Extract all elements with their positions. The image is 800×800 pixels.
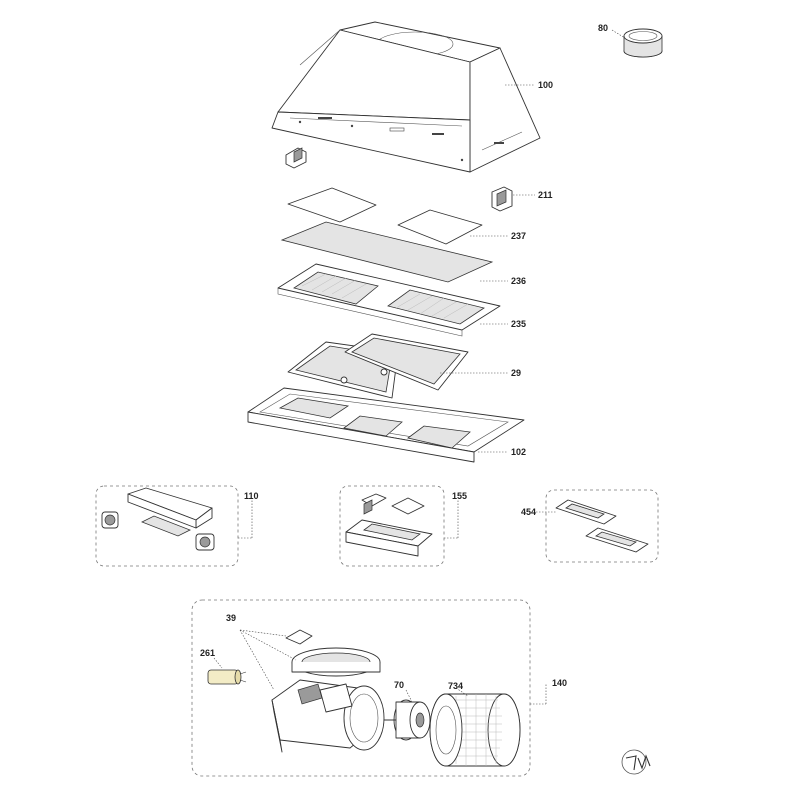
part-734-impeller[interactable] (429, 693, 521, 767)
label-236: 236 (511, 276, 526, 286)
label-734: 734 (448, 681, 463, 691)
part-70-motor[interactable] (384, 699, 431, 741)
group-box-454 (545, 489, 659, 563)
part-155-control-panel[interactable] (345, 493, 433, 557)
part-236-grease-filter[interactable] (277, 263, 501, 337)
part-261-capacitor[interactable] (207, 669, 247, 685)
label-110: 110 (244, 491, 259, 501)
part-29-grease-filter-cassettes[interactable] (287, 333, 469, 399)
label-235: 235 (511, 319, 526, 329)
label-140: 140 (552, 678, 567, 688)
part-110-control-board[interactable] (101, 487, 215, 551)
group-box-155 (339, 485, 445, 567)
part-102-bottom-frame[interactable] (247, 387, 525, 463)
part-237-filter-mat[interactable] (280, 221, 494, 283)
logo-mark (621, 749, 651, 775)
label-102: 102 (511, 447, 526, 457)
label-237: 237 (511, 231, 526, 241)
label-211: 211 (538, 190, 553, 200)
label-39: 39 (226, 613, 236, 623)
part-140-blower-assembly[interactable] (271, 629, 385, 753)
label-70: 70 (394, 680, 404, 690)
label-454: 454 (521, 507, 536, 517)
part-80-duct-adapter[interactable] (623, 28, 663, 58)
label-100: 100 (538, 80, 553, 90)
label-261: 261 (200, 648, 215, 658)
label-29: 29 (511, 368, 521, 378)
hood-bracket-clip (285, 147, 307, 169)
group-box-140 (191, 599, 531, 777)
label-80: 80 (598, 23, 608, 33)
group-box-110 (95, 485, 239, 567)
part-454-lamp-covers[interactable] (555, 499, 649, 553)
label-155: 155 (452, 491, 467, 501)
part-211-clip[interactable] (491, 186, 513, 212)
carbon-filter-panels (287, 187, 483, 245)
part-100-hood-body[interactable] (271, 21, 541, 173)
